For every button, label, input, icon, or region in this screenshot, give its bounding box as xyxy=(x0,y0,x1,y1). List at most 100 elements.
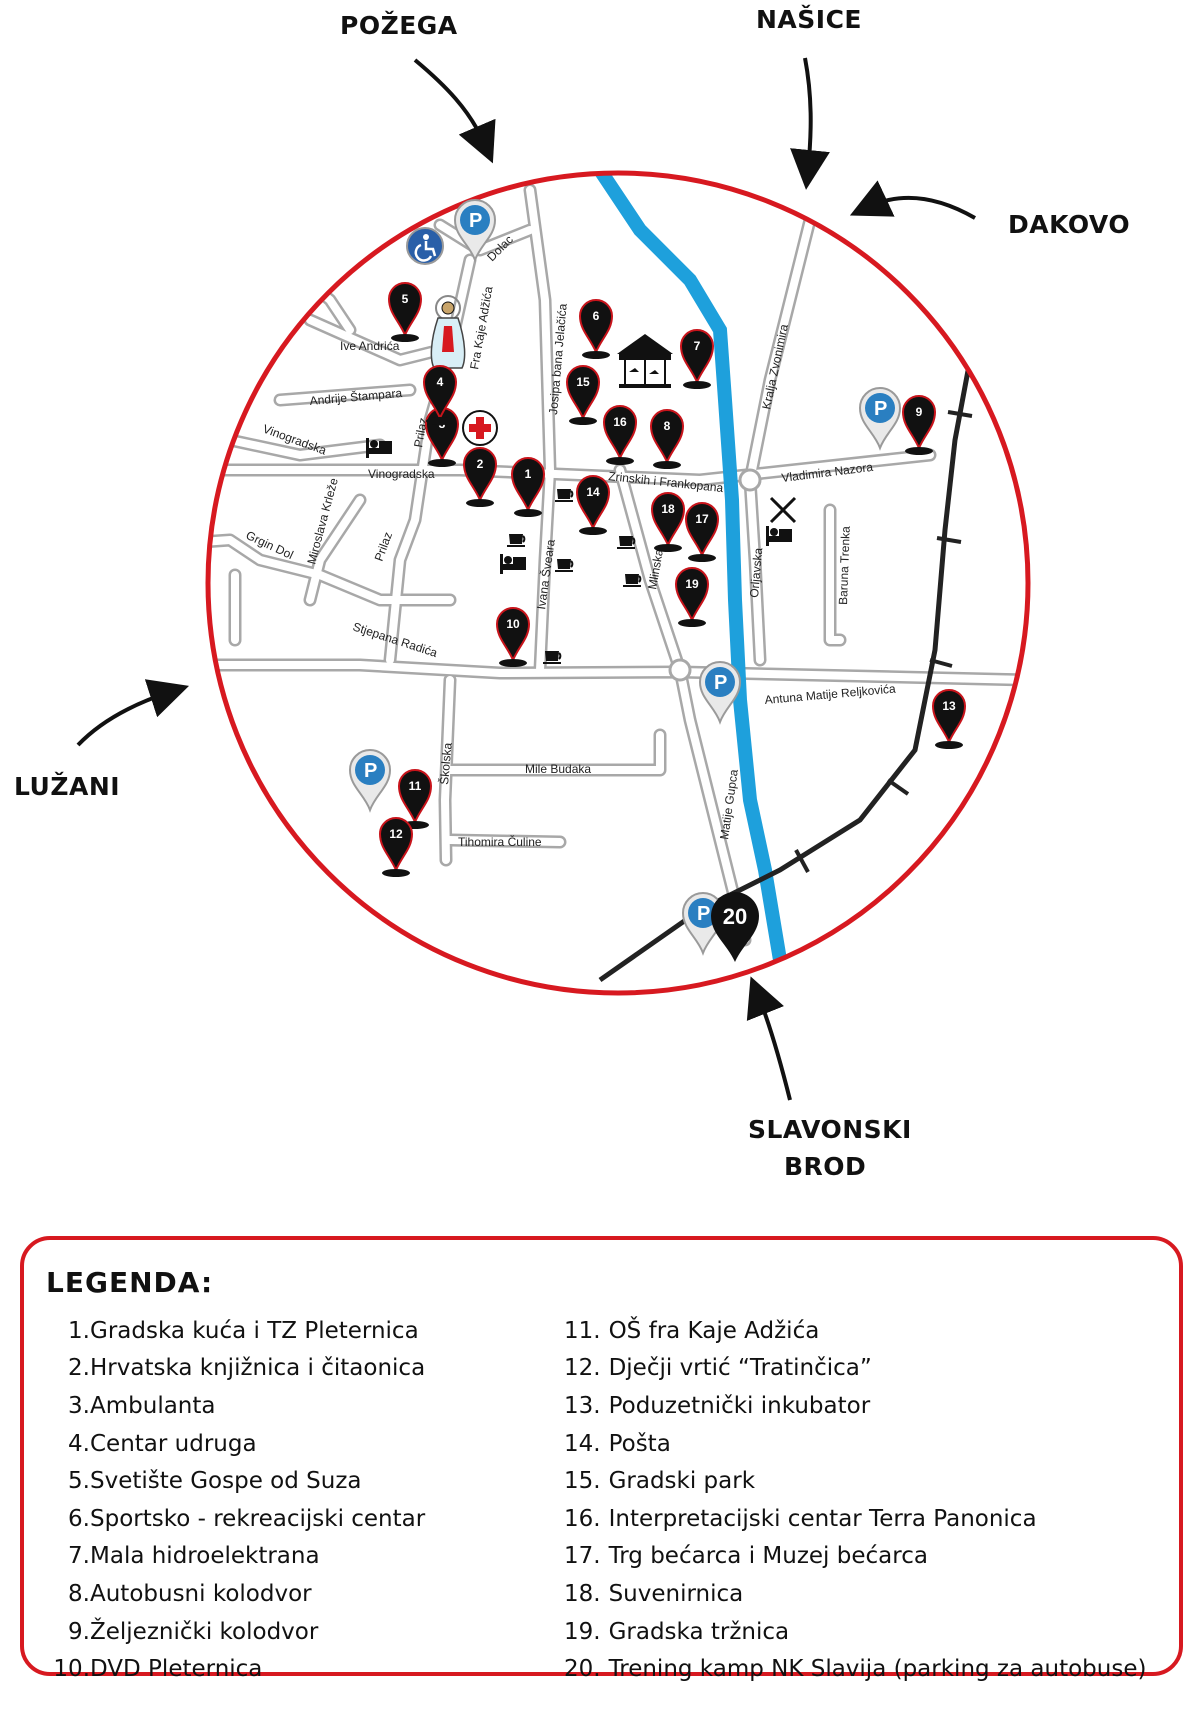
poi-pin-14[interactable]: 14 xyxy=(576,475,610,536)
street-orljavska: Orljavska xyxy=(747,547,765,598)
legend-item: 16. Interpretacijski centar Terra Panonic… xyxy=(564,1500,1146,1538)
street-mile: Mile Budaka xyxy=(525,762,591,776)
legend-item-label: Gradski park xyxy=(608,1468,756,1495)
legend-item-label: Interpretacijski centar Terra Panonica xyxy=(608,1505,1037,1532)
poi-pin-12[interactable]: 12 xyxy=(379,817,413,878)
street-antuna: Antuna Matije Reljkovića xyxy=(764,682,896,707)
street-ive-andrica: Ive Andrića xyxy=(340,339,400,353)
poi-pin-18[interactable]: 18 xyxy=(651,492,685,553)
legend-item-number: 12. xyxy=(564,1355,601,1382)
legend-item: 4.Centar udruga xyxy=(44,1425,425,1463)
madonna-icon xyxy=(430,295,466,369)
parking-icon[interactable] xyxy=(859,387,901,449)
cafe-icon xyxy=(622,573,642,588)
poi-pin-13[interactable]: 13 xyxy=(932,689,966,750)
legend-item: 15.Gradski park xyxy=(564,1462,1146,1500)
legend-item-label: Suvenirnica xyxy=(608,1580,744,1607)
street-matije: Matije Gupca xyxy=(717,768,741,840)
legend-item-label: Trg bećarca i Muzej bećarca xyxy=(608,1543,928,1570)
restaurant-icon xyxy=(769,496,797,524)
legend-item-number: 14. xyxy=(564,1430,601,1457)
legend-item: 13.Poduzetnički inkubator xyxy=(564,1387,1146,1425)
legend-item-label: Dječji vrtić “Tratinčica” xyxy=(608,1355,872,1382)
legend-item-number: 4. xyxy=(68,1430,90,1457)
svg-text:4: 4 xyxy=(437,375,444,389)
arrow-pozega xyxy=(413,58,496,164)
legend-item-label: Sportsko - rekreacijski centar xyxy=(90,1505,426,1532)
street-ivana: Ivana Šveara xyxy=(533,538,558,610)
poi-pin-1[interactable]: 1 xyxy=(511,457,545,518)
arrow-dakovo xyxy=(849,180,976,220)
legend-item: 6.Sportsko - rekreacijski centar xyxy=(44,1500,425,1538)
svg-text:7: 7 xyxy=(694,339,701,353)
legend-item-label: Hrvatska knjižnica i čitaonica xyxy=(90,1355,426,1382)
legend-item-label: Poduzetnički inkubator xyxy=(608,1392,871,1419)
legend-item: 20.Trening kamp NK Slavija (parking za a… xyxy=(564,1650,1146,1688)
svg-text:8: 8 xyxy=(664,419,671,433)
poi-pin-6[interactable]: 6 xyxy=(579,299,613,360)
legend-item-number: 8. xyxy=(68,1580,90,1607)
legend-item-label: DVD Pleternica xyxy=(90,1656,263,1683)
svg-text:15: 15 xyxy=(576,375,590,389)
poi-pin-2[interactable]: 2 xyxy=(463,447,497,508)
direction-pozega: POŽEGA xyxy=(340,11,458,40)
legend-item-label: OŠ fra Kaje Adžića xyxy=(608,1317,820,1344)
poi-pin-16[interactable]: 16 xyxy=(603,405,637,466)
street-prilaz-b: Prilaz xyxy=(372,530,395,563)
legend-item: 17. Trg bećarca i Muzej bećarca xyxy=(564,1538,1146,1576)
hospital-icon xyxy=(462,410,498,446)
legend-item: 1.Gradska kuća i TZ Pleternica xyxy=(44,1312,425,1350)
poi-pin-11[interactable]: 11 xyxy=(398,769,432,830)
legend-item-number: 16. xyxy=(564,1505,601,1532)
legend-item-number: 3. xyxy=(68,1392,90,1419)
legend-item-label: Gradska tržnica xyxy=(608,1618,790,1645)
legend-item-label: Željeznički kolodvor xyxy=(90,1618,319,1645)
cafe-icon xyxy=(506,533,526,548)
bed-icon xyxy=(766,526,792,546)
direction-brod: BROD xyxy=(784,1152,866,1181)
svg-text:11: 11 xyxy=(409,779,422,793)
poi-pin-5[interactable]: 5 xyxy=(388,282,422,343)
legend-item: 2.Hrvatska knjižnica i čitaonica xyxy=(44,1350,425,1388)
poi-pin-10[interactable]: 10 xyxy=(496,607,530,668)
street-fra-kaje: Fra Kaje Adžića xyxy=(467,285,495,371)
street-baruna: Baruna Trenka xyxy=(836,526,853,605)
legend-item-label: Ambulanta xyxy=(90,1392,216,1419)
legend-item-number: 18. xyxy=(564,1580,601,1607)
poi-pin-4[interactable]: 4 xyxy=(423,365,457,426)
legend-item-number: 6. xyxy=(68,1505,90,1532)
legend-item-label: Svetište Gospe od Suza xyxy=(90,1468,362,1495)
carousel-icon xyxy=(617,334,673,388)
svg-text:5: 5 xyxy=(402,292,409,306)
legend-item: 8.Autobusni kolodvor xyxy=(44,1575,425,1613)
poi-pin-15[interactable]: 15 xyxy=(566,365,600,426)
bed-icon xyxy=(500,554,526,574)
legend-item-number: 17. xyxy=(564,1543,601,1570)
cafe-icon xyxy=(542,650,562,665)
legend-item: 5.Svetište Gospe od Suza xyxy=(44,1462,425,1500)
parking-icon[interactable] xyxy=(699,661,741,723)
poi-pin-19[interactable]: 19 xyxy=(675,567,709,628)
svg-text:16: 16 xyxy=(613,415,627,429)
poi-pin-8[interactable]: 8 xyxy=(650,409,684,470)
poi-pin-9[interactable]: 9 xyxy=(902,395,936,456)
parking-icon[interactable] xyxy=(349,749,391,811)
direction-slavonski: SLAVONSKI xyxy=(748,1115,912,1144)
legend-item: 7.Mala hidroelektrana xyxy=(44,1538,425,1576)
cafe-icon xyxy=(554,488,574,503)
legend-item-label: Gradska kuća i TZ Pleternica xyxy=(90,1317,419,1344)
svg-text:2: 2 xyxy=(477,457,484,471)
legend-item-label: Mala hidroelektrana xyxy=(90,1543,320,1570)
svg-text:12: 12 xyxy=(389,827,403,841)
arrow-luzani xyxy=(76,679,190,747)
legend-item-number: 1. xyxy=(68,1317,90,1344)
poi-pin-17[interactable]: 17 xyxy=(685,502,719,563)
svg-text:9: 9 xyxy=(916,405,923,419)
street-vinogradska-b: Vinogradska xyxy=(368,467,435,481)
street-skolska: Školska xyxy=(436,742,455,785)
poi-pin-7[interactable]: 7 xyxy=(680,329,714,390)
poi-pin-20[interactable]: 20 xyxy=(711,892,759,962)
legend-item: 12. Dječji vrtić “Tratinčica” xyxy=(564,1350,1146,1388)
svg-text:10: 10 xyxy=(506,617,520,631)
